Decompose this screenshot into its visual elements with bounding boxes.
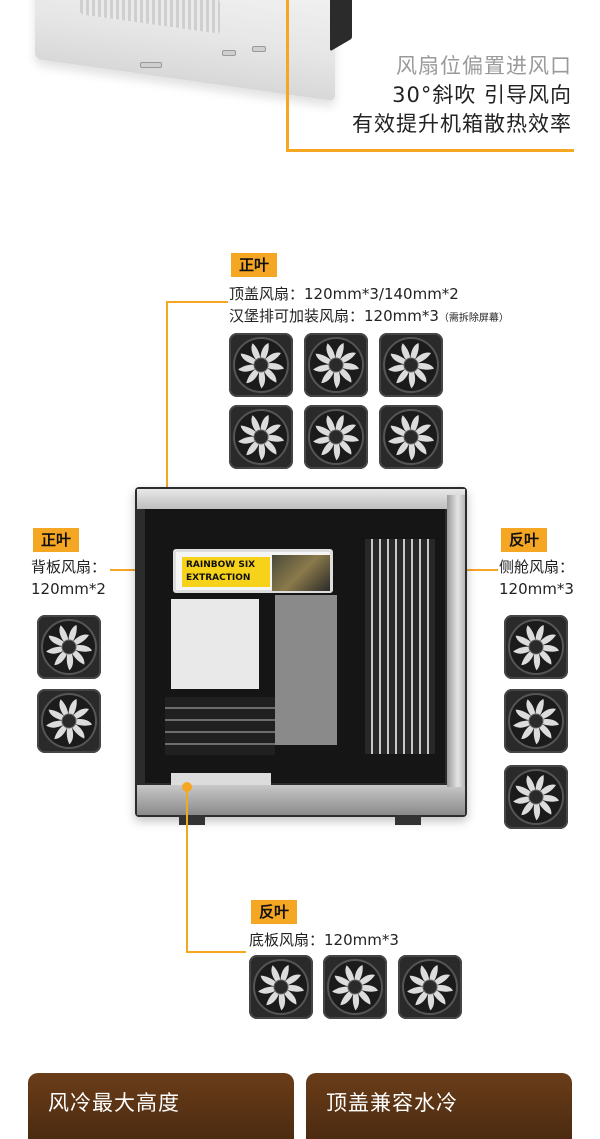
top-description: 风扇位偏置进风口 30°斜吹 引导风向 有效提升机箱散热效率 <box>352 52 572 139</box>
top-fan-line-2-text: 汉堡排可加装风扇：120mm*3 <box>229 307 439 325</box>
fan-icon <box>37 689 101 753</box>
fan-icon <box>229 333 293 397</box>
fan-icon <box>379 333 443 397</box>
top-line-2: 30°斜吹 引导风向 <box>392 83 572 107</box>
pc-case-image: RAINBOW SIX EXTRACTION <box>135 487 467 827</box>
fan-icon <box>398 955 462 1019</box>
top-line-1: 风扇位偏置进风口 <box>396 54 572 78</box>
case-glass-top <box>137 489 465 509</box>
fan-icon <box>504 765 568 829</box>
card-title: 风冷最大高度 <box>48 1091 180 1115</box>
top-fan-note: （需拆除屏幕） <box>438 313 509 324</box>
fan-icon <box>249 955 313 1019</box>
card-title: 顶盖兼容水冷 <box>326 1091 458 1115</box>
motherboard-area <box>171 599 259 689</box>
case-top-side-panel <box>330 0 352 52</box>
bottom-fan-line-1: 底板风扇：120mm*3 <box>249 931 399 949</box>
leader-line <box>166 301 228 303</box>
case-display-screen: RAINBOW SIX EXTRACTION <box>173 549 333 593</box>
bottom-fan-badge: 反叶 <box>251 900 298 924</box>
usb-port <box>222 50 236 56</box>
top-fan-badge: 正叶 <box>231 253 278 277</box>
game-art <box>272 555 330 591</box>
fan-icon <box>304 405 368 469</box>
fan-icon <box>323 955 387 1019</box>
leader-line <box>186 951 246 953</box>
power-button <box>140 62 162 68</box>
top-case-image <box>0 0 360 118</box>
game-logo: RAINBOW SIX EXTRACTION <box>182 557 270 587</box>
top-fan-line-1: 顶盖风扇：120mm*3/140mm*2 <box>229 285 459 303</box>
back-fan-line-2: 120mm*2 <box>31 580 106 598</box>
case-front-panel <box>447 495 465 787</box>
fan-icon <box>229 405 293 469</box>
cable-panel <box>275 595 337 745</box>
usb-port <box>252 46 266 52</box>
case-foot <box>395 815 421 825</box>
fan-icon <box>504 615 568 679</box>
game-logo-line-2: EXTRACTION <box>186 573 251 583</box>
side-fan-line-1: 侧舱风扇： <box>499 558 575 576</box>
fan-icon <box>504 689 568 753</box>
expansion-slots <box>165 697 275 755</box>
case-foot <box>179 815 205 825</box>
top-fan-line-2: 汉堡排可加装风扇：120mm*3（需拆除屏幕） <box>229 305 509 330</box>
top-line-3: 有效提升机箱散热效率 <box>352 112 572 136</box>
side-fan-badge: 反叶 <box>501 528 548 552</box>
leader-line <box>186 787 188 953</box>
leader-line <box>286 0 289 152</box>
fan-icon <box>304 333 368 397</box>
psu-shroud <box>171 773 271 785</box>
back-fan-line-1: 背板风扇： <box>31 558 107 576</box>
fan-icon <box>37 615 101 679</box>
side-mesh <box>365 539 435 754</box>
fan-icon <box>379 405 443 469</box>
card-air-cooler-height: 风冷最大高度 <box>28 1073 294 1139</box>
case-glass-bottom <box>137 785 465 815</box>
game-logo-line-1: RAINBOW SIX <box>186 560 256 570</box>
side-fan-line-2: 120mm*3 <box>499 580 574 598</box>
leader-line <box>110 569 155 571</box>
leader-line <box>286 149 574 152</box>
card-top-liquid-cooling: 顶盖兼容水冷 <box>306 1073 572 1139</box>
leader-line <box>166 301 168 513</box>
back-fan-badge: 正叶 <box>33 528 80 552</box>
